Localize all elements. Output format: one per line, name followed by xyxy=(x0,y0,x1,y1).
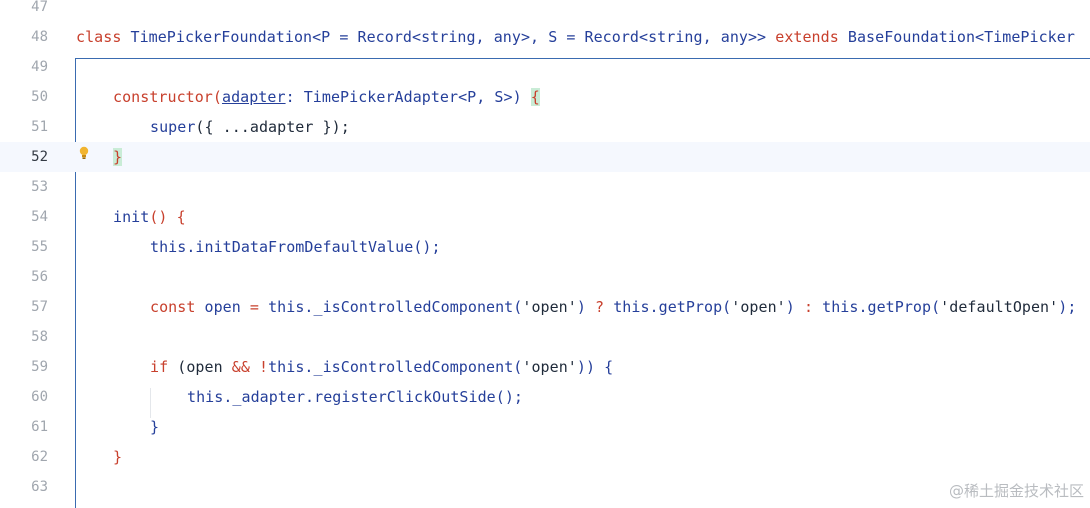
line-number: 57 xyxy=(31,299,48,315)
line-number: 61 xyxy=(31,419,48,435)
code-line[interactable]: 54 init() { xyxy=(0,202,1090,232)
code-text: if (open && !this._isControlledComponent… xyxy=(150,358,614,376)
code-line[interactable]: 60 this._adapter.registerClickOutSide(); xyxy=(0,382,1090,412)
watermark: @稀土掘金技术社区 xyxy=(948,482,1084,500)
code-line[interactable]: 58 xyxy=(0,322,1090,352)
code-text: class TimePickerFoundation<P = Record<st… xyxy=(76,28,1075,46)
code-line[interactable]: 47 xyxy=(0,0,1090,22)
code-line[interactable]: 57 const open = this._isControlledCompon… xyxy=(0,292,1090,322)
code-text: } xyxy=(113,148,123,166)
code-line[interactable]: 51 super({ ...adapter }); xyxy=(0,112,1090,142)
code-line[interactable]: 48 class TimePickerFoundation<P = Record… xyxy=(0,22,1090,52)
line-number: 48 xyxy=(31,29,48,45)
line-number: 62 xyxy=(31,449,48,465)
code-text: super({ ...adapter }); xyxy=(150,118,350,136)
line-number: 51 xyxy=(31,119,48,135)
code-line[interactable]: 63 xyxy=(0,472,1090,502)
line-number: 49 xyxy=(31,59,48,75)
code-line[interactable]: 59 if (open && !this._isControlledCompon… xyxy=(0,352,1090,382)
line-number: 59 xyxy=(31,359,48,375)
code-text: } xyxy=(113,448,123,466)
code-text: } xyxy=(150,418,160,436)
code-line[interactable]: 56 xyxy=(0,262,1090,292)
code-text: constructor(adapter: TimePickerAdapter<P… xyxy=(113,88,540,106)
code-line[interactable]: 55 this.initDataFromDefaultValue(); xyxy=(0,232,1090,262)
line-number: 58 xyxy=(31,329,48,345)
line-number: 60 xyxy=(31,389,48,405)
line-number: 56 xyxy=(31,269,48,285)
line-number: 54 xyxy=(31,209,48,225)
code-text: init() { xyxy=(113,208,186,226)
code-text: const open = this._isControlledComponent… xyxy=(150,298,1077,316)
line-number: 55 xyxy=(31,239,48,255)
code-line[interactable]: 62 } xyxy=(0,442,1090,472)
code-line[interactable]: 53 xyxy=(0,172,1090,202)
lightbulb-icon[interactable] xyxy=(79,146,89,160)
code-text: this.initDataFromDefaultValue(); xyxy=(150,238,441,256)
line-number: 50 xyxy=(31,89,48,105)
code-line[interactable]: 49 xyxy=(0,52,1090,82)
line-number: 47 xyxy=(31,0,48,15)
scope-highlight xyxy=(75,58,1090,508)
line-number: 63 xyxy=(31,479,48,495)
code-line[interactable]: 61 } xyxy=(0,412,1090,442)
line-number: 53 xyxy=(31,179,48,195)
indent-guide xyxy=(150,388,151,418)
line-number: 52 xyxy=(31,149,48,165)
code-line[interactable]: 50 constructor(adapter: TimePickerAdapte… xyxy=(0,82,1090,112)
current-code-line[interactable]: 52 } xyxy=(0,142,1090,172)
code-text: this._adapter.registerClickOutSide(); xyxy=(187,388,523,406)
